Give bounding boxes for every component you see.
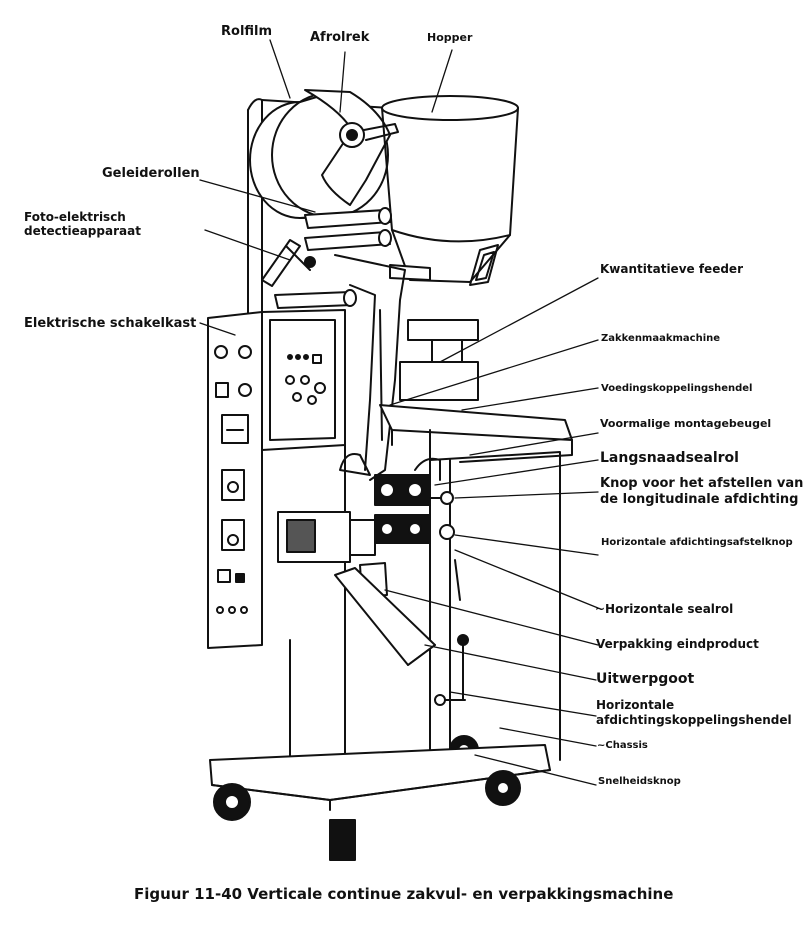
guide-rollers	[274, 207, 431, 309]
label-detectieapparaat: detectieapparaat	[24, 224, 141, 238]
electrical-cabinet	[207, 309, 346, 649]
sealing-assembly	[339, 453, 455, 544]
wheels	[213, 770, 521, 861]
label-snelheidsknop: Snelheidsknop	[598, 776, 681, 787]
label-kwantitatieve-feeder: Kwantitatieve feeder	[600, 262, 743, 276]
label-horizontale-sealrol: ~Horizontale sealrol	[595, 602, 734, 616]
label-foto-elektrisch: Foto-elektrisch	[24, 210, 126, 224]
label-horizontale-koppeling-2: afdichtingskoppelingshendel	[596, 713, 792, 727]
film-path	[334, 254, 406, 481]
clutch-lever	[434, 559, 469, 706]
figure-caption: Figuur 11-40 Verticale continue zakvul- …	[134, 885, 674, 903]
label-knop-afstellen-1: Knop voor het afstellen van	[600, 476, 804, 491]
label-rolfilm: Rolfilm	[221, 24, 273, 39]
label-afrolrek: Afrolrek	[310, 30, 370, 45]
label-horizontale-koppeling-1: Horizontale	[596, 698, 675, 712]
quantitative-feeder	[399, 319, 479, 401]
discharge-chute	[334, 567, 436, 666]
label-horizontale-afdichtingsafstelknop: Horizontale afdichtingsafstelknop	[601, 537, 793, 548]
motor-box	[277, 511, 376, 563]
label-zakkenmaakmachine: Zakkenmaakmachine	[601, 333, 721, 344]
leader-lines	[199, 39, 599, 786]
label-elektrische-schakelkast: Elektrische schakelkast	[24, 316, 197, 331]
unwind-rack	[304, 89, 399, 206]
label-langsnaadsealrol: Langsnaadsealrol	[600, 450, 739, 466]
label-voormalige-montagebeugel: Voormalige montagebeugel	[600, 417, 772, 430]
hopper	[381, 95, 519, 286]
label-hopper: Hopper	[427, 31, 473, 44]
label-knop-afstellen-2: de longitudinale afdichting	[600, 492, 799, 507]
label-verpakking-eindproduct: Verpakking eindproduct	[596, 637, 759, 651]
label-geleiderollen: Geleiderollen	[102, 166, 200, 181]
mounting-bracket	[379, 404, 573, 463]
photo-detector	[261, 239, 316, 287]
label-voedingskoppelingshendel: Voedingskoppelingshendel	[601, 383, 753, 394]
label-chassis: ~Chassis	[597, 740, 648, 751]
label-uitwerpgoot: Uitwerpgoot	[596, 671, 695, 687]
